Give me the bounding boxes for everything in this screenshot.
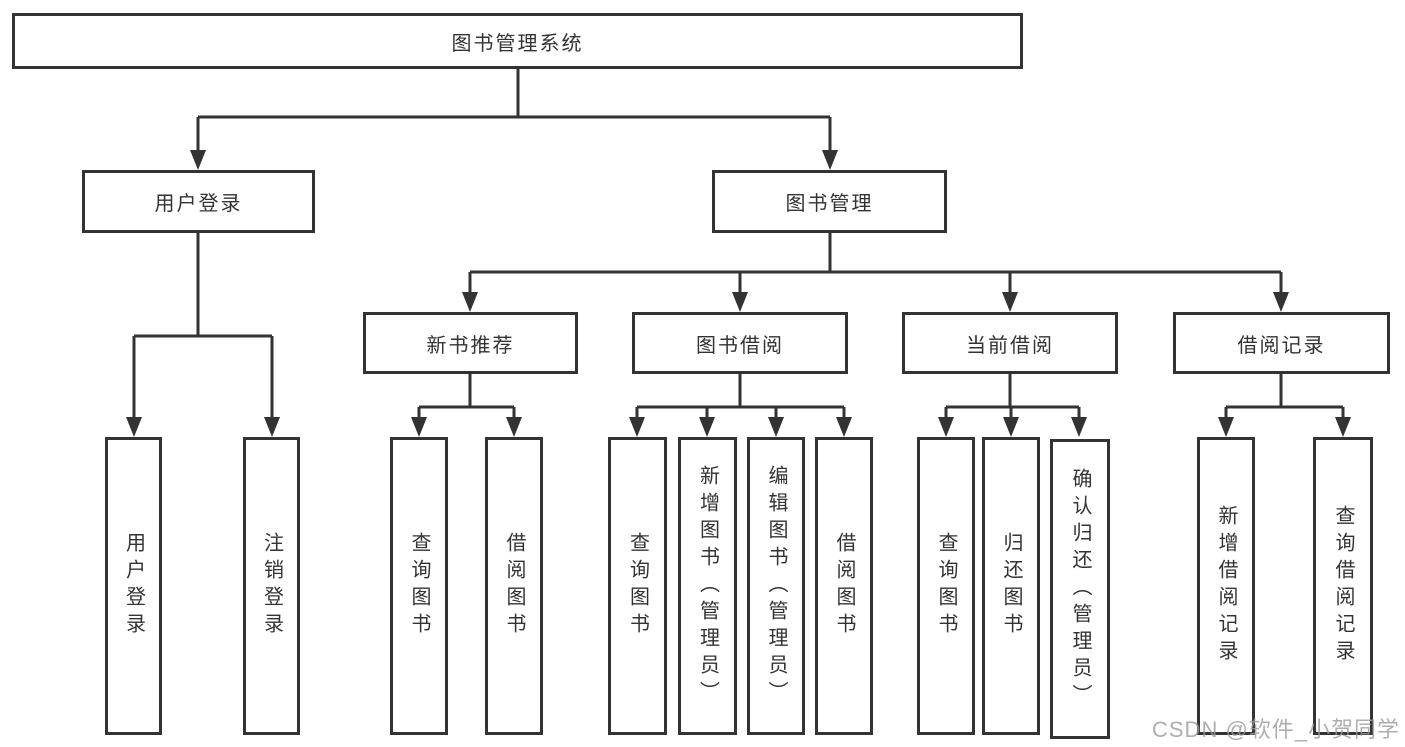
- node-book-borrowing: 图书借阅: [632, 312, 848, 374]
- node-label: 新增图书（管理员）: [696, 464, 719, 708]
- leaf-confirm-return-admin: 确认归还（管理员）: [1050, 439, 1110, 739]
- node-label: 新书推荐: [426, 334, 515, 357]
- leaf-add-borrow-record: 新增借阅记录: [1197, 437, 1255, 735]
- csdn-watermark: CSDN @软件_小贺同学: [1152, 717, 1401, 742]
- node-label: 当前借阅: [966, 334, 1054, 357]
- node-current-borrowing: 当前借阅: [902, 312, 1118, 374]
- node-label: 借阅图书: [503, 532, 525, 640]
- node-label: 查询图书: [935, 532, 957, 640]
- leaf-borrow-books-recommend: 借阅图书: [485, 437, 543, 735]
- leaf-query-books-recommend: 查询图书: [390, 437, 448, 735]
- node-label: 查询图书: [408, 532, 430, 640]
- node-label: 借阅记录: [1237, 334, 1326, 357]
- node-book-management: 图书管理: [712, 170, 947, 233]
- node-label: 查询图书: [626, 532, 649, 640]
- node-library-management-system: 图书管理系统: [12, 13, 1023, 69]
- node-label: 新增借阅记录: [1215, 505, 1237, 667]
- node-label: 用户登录: [122, 532, 145, 640]
- node-borrowing-records: 借阅记录: [1173, 312, 1390, 374]
- node-label: 查询借阅记录: [1332, 505, 1354, 667]
- leaf-add-book-admin: 新增图书（管理员）: [678, 437, 737, 735]
- node-label: 借阅图书: [833, 532, 855, 640]
- node-user-login: 用户登录: [82, 170, 315, 233]
- leaf-return-books: 归还图书: [982, 437, 1040, 735]
- leaf-logout: 注销登录: [243, 437, 300, 735]
- leaf-query-borrow-record: 查询借阅记录: [1313, 437, 1373, 735]
- node-label: 图书借阅: [696, 334, 784, 357]
- node-label: 归还图书: [1000, 532, 1022, 640]
- node-new-book-recommend: 新书推荐: [363, 312, 578, 374]
- node-label: 编辑图书（管理员）: [765, 464, 787, 708]
- leaf-query-books-borrowing: 查询图书: [608, 437, 667, 735]
- node-label: 图书管理系统: [451, 32, 584, 55]
- node-label: 确认归还（管理员）: [1069, 467, 1091, 711]
- leaf-edit-book-admin: 编辑图书（管理员）: [747, 437, 805, 735]
- leaf-query-books-current: 查询图书: [917, 437, 975, 735]
- leaf-user-login: 用户登录: [105, 437, 162, 735]
- leaf-borrow-books-borrowing: 借阅图书: [815, 437, 873, 735]
- node-label: 图书管理: [785, 193, 874, 215]
- node-label: 注销登录: [260, 532, 283, 640]
- node-label: 用户登录: [154, 193, 243, 215]
